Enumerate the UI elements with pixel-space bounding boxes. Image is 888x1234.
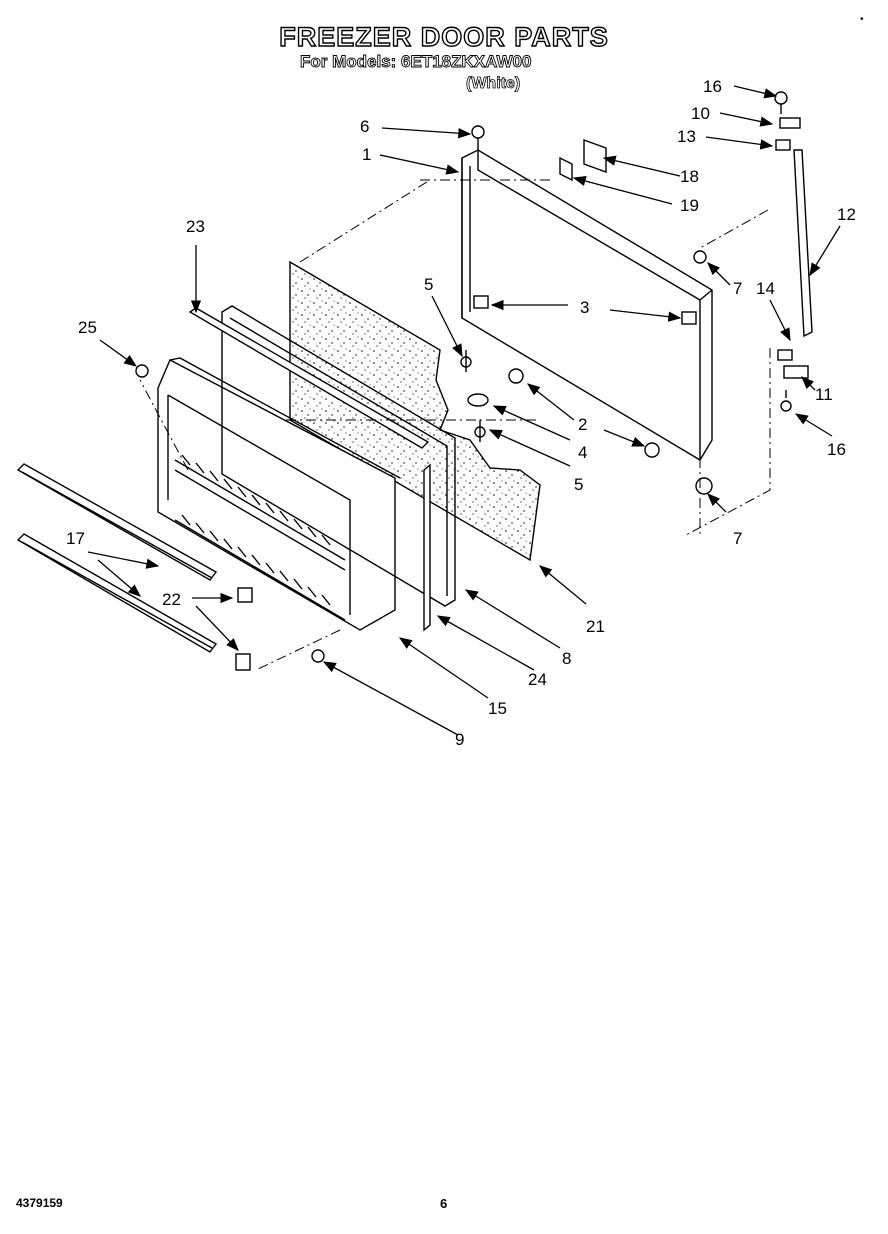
callout-22: 22 (162, 590, 181, 609)
hinge-spacer-bottom (777, 349, 793, 361)
door-gasket (221, 305, 456, 607)
shelf-strip-upper (16, 463, 218, 581)
plug-icon (693, 250, 707, 264)
bracket-icon (473, 295, 489, 309)
callout-17: 17 (66, 529, 85, 548)
models-line: For Models: 6ET18ZKXAW00 (300, 52, 532, 72)
alignment-lines (139, 179, 771, 671)
callout-10: 10 (691, 104, 710, 123)
outer-door-panel (461, 149, 713, 461)
callout-5-bottom: 5 (574, 475, 583, 494)
washer-icon (467, 393, 489, 407)
callout-6: 6 (360, 117, 369, 136)
screw-icon (471, 125, 485, 150)
foam-insulation (289, 260, 541, 562)
callout-7-top: 7 (733, 279, 742, 298)
end-cap-lower (235, 653, 251, 671)
corner-mark: • (860, 14, 864, 25)
door-liner (157, 357, 401, 631)
vertical-trim-strip (423, 463, 431, 632)
callout-13: 13 (677, 127, 696, 146)
callout-14: 14 (756, 279, 775, 298)
callout-arrows (87, 85, 841, 736)
callout-21: 21 (586, 617, 605, 636)
end-cap-upper (237, 587, 253, 603)
callout-3: 3 (580, 298, 589, 317)
callout-24: 24 (528, 670, 547, 689)
hinge-spacer-top (775, 139, 791, 151)
washer-icon (508, 368, 524, 384)
label-tag (583, 139, 607, 173)
callout-8: 8 (562, 649, 571, 668)
callout-15: 15 (488, 699, 507, 718)
screw-icon (460, 350, 472, 372)
callout-25: 25 (78, 318, 97, 337)
model-color: (White) (466, 75, 521, 93)
screw-icon (311, 649, 325, 663)
callout-18: 18 (680, 167, 699, 186)
callout-19: 19 (680, 196, 699, 215)
door-handle (793, 149, 813, 338)
screw-icon (780, 390, 792, 412)
callout-9: 9 (455, 730, 464, 749)
callout-12: 12 (837, 205, 856, 224)
callout-7-bottom: 7 (733, 529, 742, 548)
callout-5-top: 5 (424, 275, 433, 294)
bracket-icon (681, 311, 697, 325)
washer-icon (644, 442, 660, 458)
shelf-strip-lower (16, 533, 218, 653)
callout-11: 11 (815, 385, 833, 404)
callout-1: 1 (362, 145, 371, 164)
liner-shelf-ribs (174, 454, 346, 621)
document-number: 4379159 (16, 1196, 63, 1210)
hinge-bracket-bottom (783, 365, 809, 379)
callout-4: 4 (578, 443, 587, 462)
label-tag (559, 156, 573, 182)
page-number: 6 (440, 1196, 448, 1211)
bushing-icon (695, 477, 713, 495)
callout-2: 2 (578, 415, 587, 434)
hinge-bracket-top (779, 117, 801, 129)
screw-icon (774, 91, 788, 114)
callout-16-bottom: 16 (827, 440, 846, 459)
page-title: FREEZER DOOR PARTS (279, 21, 609, 52)
callout-16-top: 16 (703, 77, 722, 96)
screw-icon (135, 364, 149, 378)
callout-23: 23 (186, 217, 205, 236)
screw-icon (474, 420, 486, 442)
